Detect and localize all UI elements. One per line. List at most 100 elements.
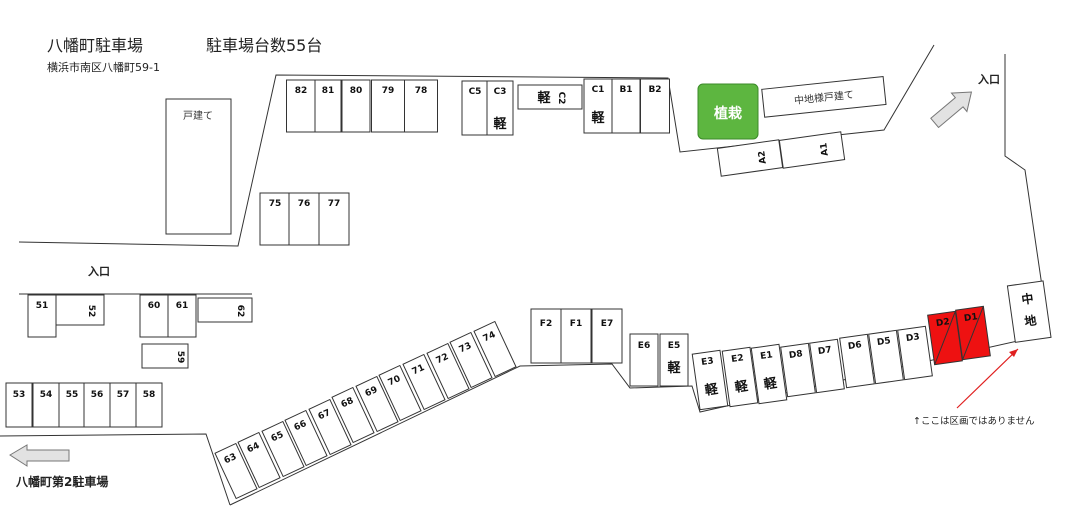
house-left-label: 戸建て xyxy=(183,109,213,122)
second-lot-label: 八幡町第2駐車場 xyxy=(16,475,109,489)
stall-label: 73 xyxy=(458,341,474,355)
stall-73: 73 xyxy=(449,331,493,389)
stall-label: E3 xyxy=(701,356,715,368)
stall-label: 65 xyxy=(270,430,286,444)
stall-f1: F1 xyxy=(560,308,592,364)
stall-label: A2 xyxy=(757,150,769,164)
entrance-arrow-right xyxy=(930,91,973,129)
stall-62: 62 xyxy=(197,297,253,323)
stall-a2: A2 xyxy=(716,139,784,177)
stall-57: 57 xyxy=(109,382,137,428)
stall-59: 59 xyxy=(141,343,189,369)
stall-66: 66 xyxy=(284,409,328,467)
stall-e5: E5 軽 xyxy=(659,333,689,387)
stall-58: 58 xyxy=(135,382,163,428)
stall-label: 52 xyxy=(86,305,96,318)
stall-80: 80 xyxy=(341,79,371,133)
stall-78: 78 xyxy=(404,79,438,133)
kei-label: 軽 xyxy=(537,90,551,106)
stall-76: 76 xyxy=(288,192,320,246)
stall-54: 54 xyxy=(32,382,60,428)
stall-d1: D1 xyxy=(955,305,991,361)
stall-e3: E3 軽 xyxy=(691,349,729,411)
stall-label: E1 xyxy=(760,350,774,362)
stall-label: 70 xyxy=(387,374,403,388)
stall-label: 82 xyxy=(295,86,308,96)
stall-d5: D5 xyxy=(868,329,904,385)
svg-text:地: 地 xyxy=(1023,312,1037,329)
stall-label: 61 xyxy=(176,301,189,311)
stall-label: F2 xyxy=(540,319,552,329)
stall-label: E2 xyxy=(731,353,745,365)
stall-label: E6 xyxy=(638,341,650,351)
stall-b2: B2 xyxy=(640,78,670,134)
stall-63: 63 xyxy=(214,442,258,500)
stall-label: C2 xyxy=(556,92,566,105)
plants xyxy=(697,83,759,140)
stall-label: 72 xyxy=(435,352,451,366)
stall-d6: D6 xyxy=(839,333,875,389)
stall-label: 58 xyxy=(143,390,156,400)
stall-label: 77 xyxy=(328,199,341,209)
stall-label: 75 xyxy=(269,199,282,209)
stall-label: 68 xyxy=(340,396,356,410)
stall-label: C3 xyxy=(494,87,507,97)
stall-label: C5 xyxy=(469,87,482,97)
stall-label: 55 xyxy=(66,390,79,400)
stall-81: 81 xyxy=(314,79,342,133)
stall-label: 69 xyxy=(364,385,380,399)
stall-77: 77 xyxy=(318,192,350,246)
stall-label: 67 xyxy=(317,408,333,422)
stall-52: 52 xyxy=(55,294,105,326)
stall-c1: C1軽 xyxy=(583,78,613,134)
kei-label: 軽 xyxy=(734,378,750,396)
kei-label: 軽 xyxy=(763,375,779,393)
nakachi-area: 中 地 xyxy=(1006,280,1052,343)
stall-82: 82 xyxy=(286,79,316,133)
stall-label: 51 xyxy=(36,301,49,311)
stall-70: 70 xyxy=(378,364,422,422)
house-left xyxy=(165,98,232,235)
stall-65: 65 xyxy=(261,420,305,478)
stall-56: 56 xyxy=(83,382,111,428)
lot-address: 横浜市南区八幡町59-1 xyxy=(47,61,160,74)
stall-label: B1 xyxy=(619,85,632,95)
kei-label: 軽 xyxy=(591,110,605,126)
stall-label: 62 xyxy=(235,305,245,318)
lot-capacity: 駐車場台数55台 xyxy=(206,36,323,55)
stall-d3: D3 xyxy=(897,325,933,381)
stall-69: 69 xyxy=(355,375,399,433)
stall-label: D2 xyxy=(935,317,950,329)
not-a-stall-note: ↑ここは区画ではありません xyxy=(913,416,1035,427)
stall-label: D8 xyxy=(788,349,803,361)
stall-60: 60 xyxy=(139,294,169,338)
stall-label: F1 xyxy=(570,319,582,329)
stall-label: 53 xyxy=(13,390,26,400)
south-boundary-right xyxy=(229,333,1050,506)
stall-label: 54 xyxy=(40,390,53,400)
stall-c5: C5 xyxy=(461,80,489,136)
stall-f2: F2 xyxy=(530,308,562,364)
stall-label: 66 xyxy=(293,419,309,433)
stall-label: D7 xyxy=(817,345,832,357)
stall-label: E5 xyxy=(668,341,680,351)
stall-label: D3 xyxy=(905,332,920,344)
stall-label: 81 xyxy=(322,86,335,96)
stall-67: 67 xyxy=(308,398,352,456)
stall-53: 53 xyxy=(5,382,33,428)
stall-label: D5 xyxy=(876,336,891,348)
stall-label: E7 xyxy=(601,319,613,329)
kei-label: 軽 xyxy=(704,381,720,399)
stall-79: 79 xyxy=(371,79,405,133)
plants-label: 植栽 xyxy=(713,105,742,122)
pointer-arrow xyxy=(956,348,1019,409)
stall-61: 61 xyxy=(167,294,197,338)
stall-label: 79 xyxy=(382,86,395,96)
stall-e1: E1 軽 xyxy=(750,343,788,405)
stall-label: 57 xyxy=(117,390,130,400)
kei-label: 軽 xyxy=(667,360,681,376)
stall-label: 76 xyxy=(298,199,311,209)
house-right: 中地様戸建て xyxy=(761,76,887,118)
